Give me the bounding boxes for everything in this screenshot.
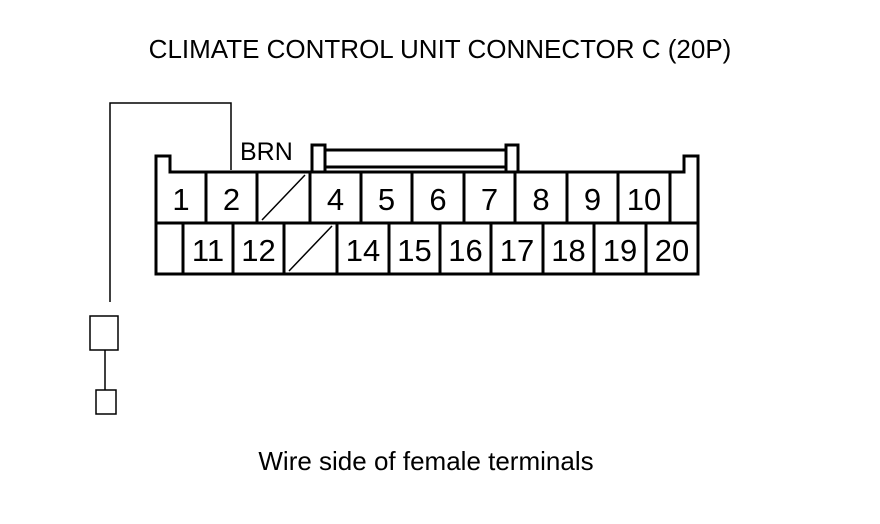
terminal-10-label: 10 — [627, 182, 661, 217]
wire-harness-connector — [89, 315, 119, 351]
wire-ground-terminal — [95, 389, 117, 415]
diagram-title: CLIMATE CONTROL UNIT CONNECTOR C (20P) — [149, 34, 732, 64]
wire-lead — [89, 102, 232, 415]
connector-cells — [181, 172, 672, 274]
terminal-2-label: 2 — [223, 182, 240, 217]
terminal-11-label: 11 — [192, 233, 224, 268]
terminal-9-label: 9 — [584, 182, 601, 217]
terminal-8-label: 8 — [532, 182, 549, 217]
diagram-caption: Wire side of female terminals — [258, 446, 593, 476]
wire-color-label: BRN — [240, 138, 293, 166]
terminal-7-label: 7 — [481, 182, 498, 217]
terminal-19-label: 19 — [603, 233, 637, 268]
terminal-14-label: 14 — [346, 233, 380, 268]
terminal-16-label: 16 — [448, 233, 482, 268]
terminal-1-label: 1 — [172, 182, 189, 217]
wire-path — [109, 102, 232, 302]
terminal-6-label: 6 — [429, 182, 446, 217]
empty-cavity-mark — [261, 174, 306, 221]
locking-tab — [310, 143, 520, 172]
terminal-12-label: 12 — [241, 233, 275, 268]
terminal-15-label: 15 — [397, 233, 431, 268]
terminal-18-label: 18 — [551, 233, 585, 268]
terminal-5-label: 5 — [378, 182, 395, 217]
terminal-4-label: 4 — [327, 182, 344, 217]
terminal-17-label: 17 — [500, 233, 534, 268]
empty-cavity-mark — [288, 225, 333, 272]
housing-outline — [154, 154, 700, 276]
terminal-20-label: 20 — [655, 233, 689, 268]
connector-housing — [154, 143, 700, 276]
